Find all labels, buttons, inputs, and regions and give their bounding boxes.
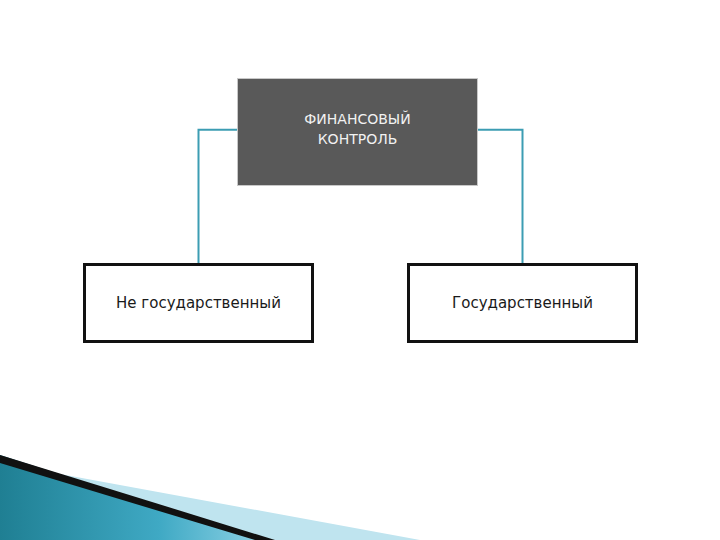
black-stripe: [0, 455, 275, 540]
connector-line: [199, 130, 238, 263]
node-label: ФИНАНСОВЫЙ КОНТРОЛЬ: [288, 109, 428, 149]
node-label: Не государственный: [116, 293, 281, 313]
root-box: ФИНАНСОВЫЙ КОНТРОЛЬ: [237, 78, 478, 186]
connector-line: [478, 130, 523, 263]
node-label: Государственный: [452, 293, 593, 313]
category-box: Государственный: [407, 263, 638, 343]
category-box: Не государственный: [83, 263, 314, 343]
